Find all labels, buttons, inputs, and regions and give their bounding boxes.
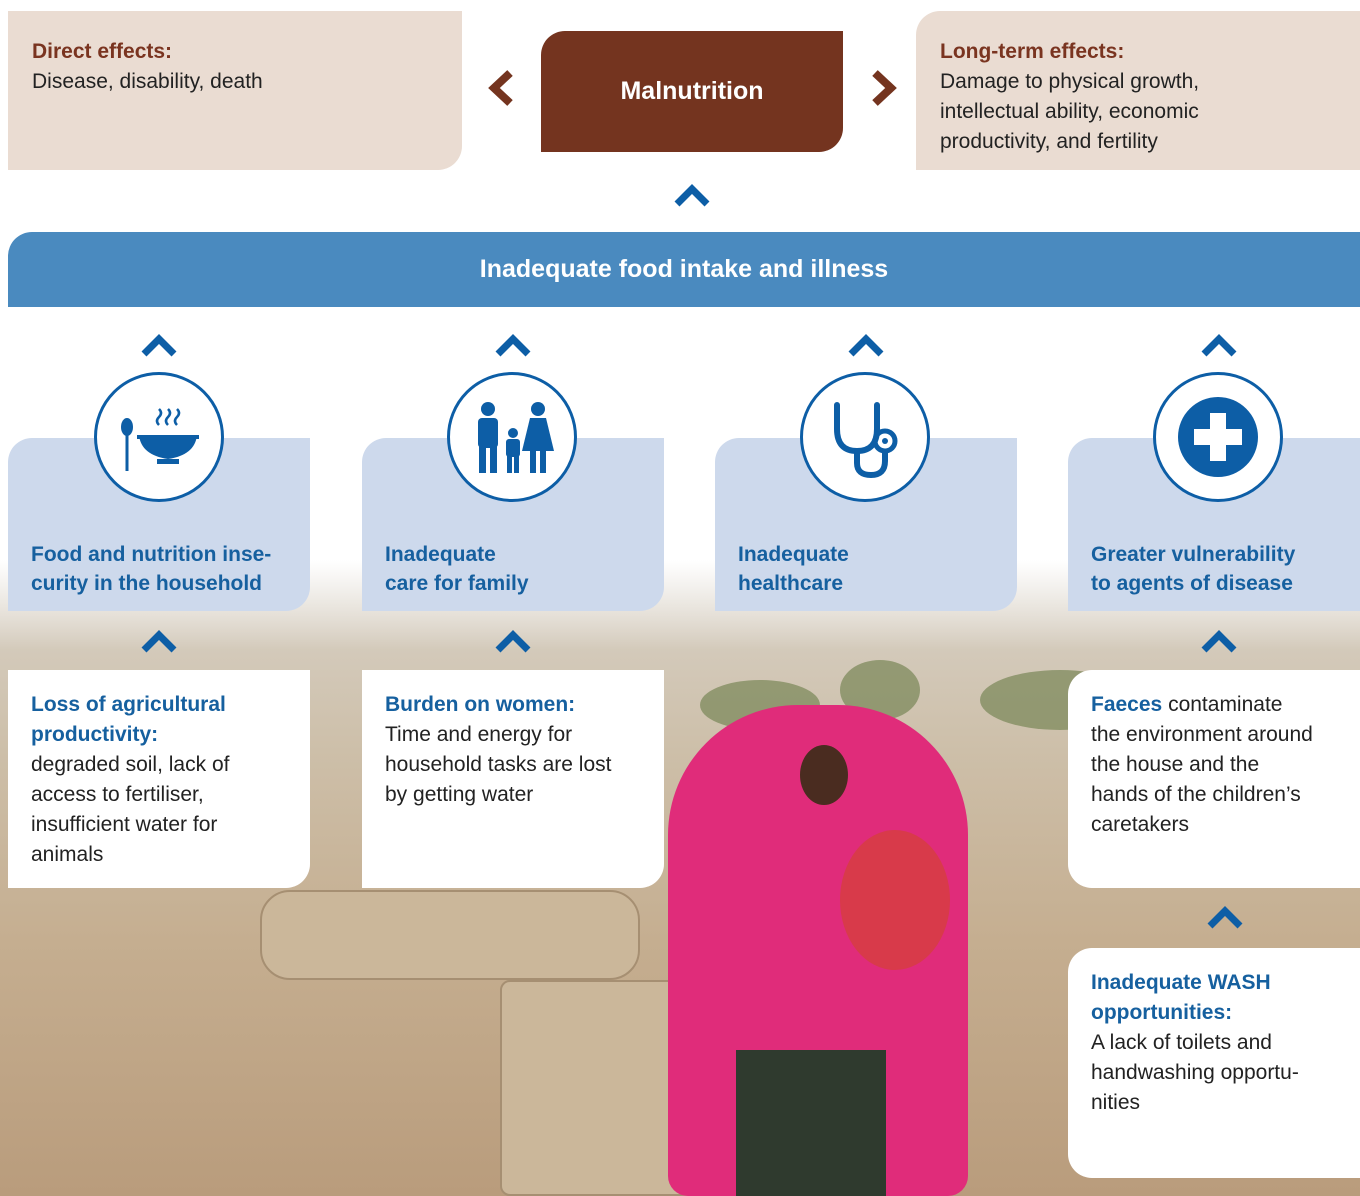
- chevron-up-icon: [1207, 906, 1243, 929]
- info-title: productivity:: [31, 723, 159, 746]
- long-term-effects-title: Long-term effects:: [940, 40, 1125, 63]
- food-bowl-icon: [94, 372, 224, 502]
- info-line: Faeces contaminate: [1091, 690, 1337, 720]
- cause-label-line: care for family: [385, 572, 529, 595]
- inadequate-food-intake-band: Inadequate food intake and illness: [8, 232, 1360, 307]
- shrub: [700, 680, 820, 730]
- cause-label-line: Greater vulnerability: [1091, 543, 1296, 566]
- cause-label: Greater vulnerability to agents of disea…: [1091, 540, 1353, 598]
- shrub: [840, 660, 920, 720]
- info-title: Burden on women:: [385, 693, 576, 716]
- cause-label-line: to agents of disease: [1091, 572, 1293, 595]
- direct-effects-box: Direct effects: Disease, disability, dea…: [8, 11, 462, 170]
- chevron-up-icon: [495, 630, 531, 653]
- medical-cross-icon: [1153, 372, 1283, 502]
- info-line: by getting water: [385, 783, 534, 806]
- long-term-effects-line: productivity, and fertility: [940, 130, 1158, 153]
- long-term-effects-line: Damage to physical growth,: [940, 70, 1200, 93]
- chevron-up-icon: [141, 334, 177, 357]
- cause-label: Inadequate healthcare: [738, 540, 1000, 598]
- chevron-up-icon: [848, 334, 884, 357]
- stethoscope-icon: [800, 372, 930, 502]
- info-title: Loss of agricultural: [31, 693, 226, 716]
- info-line: nities: [1091, 1091, 1141, 1114]
- info-line: hands of the children’s: [1091, 783, 1301, 806]
- cause-label-line: curity in the household: [31, 572, 263, 595]
- chevron-right-icon: [872, 70, 897, 106]
- chevron-up-icon: [674, 184, 710, 207]
- info-line: A lack of toilets and: [1091, 1031, 1272, 1054]
- info-line: animals: [31, 843, 104, 866]
- faeces-bold: Faeces: [1091, 693, 1163, 716]
- water-channel: [500, 980, 690, 1196]
- info-title: opportunities:: [1091, 1001, 1233, 1024]
- cause-label-line: Inadequate: [738, 543, 849, 566]
- band-label: Inadequate food intake and illness: [479, 255, 889, 283]
- family-icon: [447, 372, 577, 502]
- direct-effects-title: Direct effects:: [32, 40, 173, 63]
- info-line: handwashing opportu-: [1091, 1061, 1299, 1084]
- info-line: the house and the: [1091, 753, 1260, 776]
- info-line: degraded soil, lack of: [31, 753, 230, 776]
- info-line: caretakers: [1091, 813, 1190, 836]
- long-term-effects-line: intellectual ability, economic: [940, 100, 1199, 123]
- info-line: access to fertiliser,: [31, 783, 204, 806]
- long-term-effects-box: Long-term effects: Damage to physical gr…: [916, 11, 1360, 170]
- cause-label-line: Inadequate: [385, 543, 496, 566]
- direct-effects-text: Disease, disability, death: [32, 70, 263, 93]
- info-title: Inadequate WASH: [1091, 971, 1271, 994]
- cause-label-line: Food and nutrition inse-: [31, 543, 272, 566]
- cause-label-line: healthcare: [738, 572, 844, 595]
- chevron-up-icon: [1201, 630, 1237, 653]
- wash-opportunities-box: Inadequate WASH opportunities: A lack of…: [1068, 948, 1360, 1178]
- malnutrition-box: Malnutrition: [541, 31, 843, 152]
- agricultural-productivity-box: Loss of agricultural productivity: degra…: [8, 670, 310, 888]
- info-line: household tasks are lost: [385, 753, 612, 776]
- chevron-up-icon: [141, 630, 177, 653]
- info-line: insufficient water for: [31, 813, 218, 836]
- info-line: the environment around: [1091, 723, 1313, 746]
- burden-on-women-box: Burden on women: Time and energy for hou…: [362, 670, 664, 888]
- cause-label: Inadequate care for family: [385, 540, 647, 598]
- chevron-up-icon: [495, 334, 531, 357]
- water-trough: [260, 890, 640, 980]
- faeces-box: Faeces contaminate the environment aroun…: [1068, 670, 1360, 888]
- chevron-left-icon: [488, 70, 513, 106]
- cause-label: Food and nutrition inse- curity in the h…: [31, 540, 293, 598]
- malnutrition-label: Malnutrition: [620, 77, 764, 105]
- chevron-up-icon: [1201, 334, 1237, 357]
- info-line: Time and energy for: [385, 723, 573, 746]
- faeces-rest: contaminate: [1162, 693, 1283, 716]
